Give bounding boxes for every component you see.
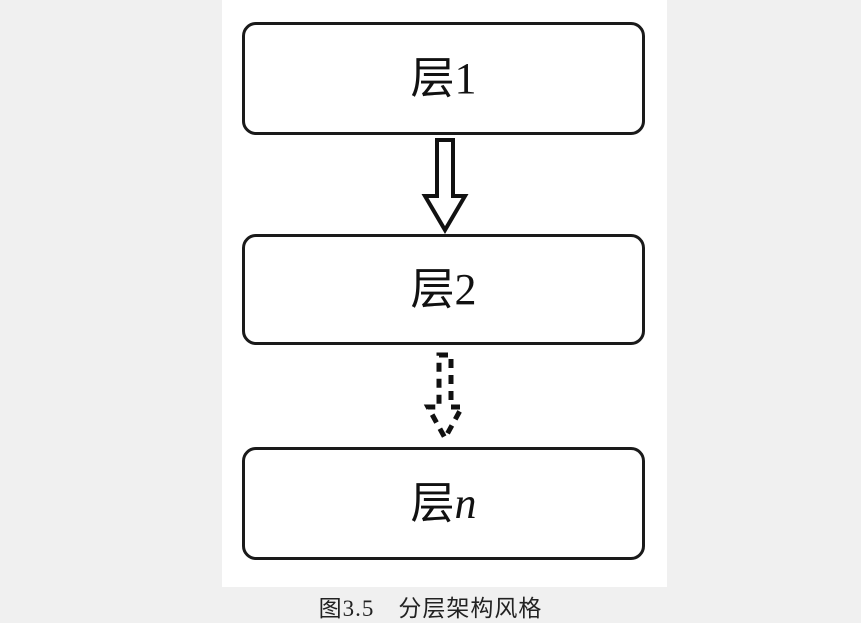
layer-box-label-layer-n: 层n — [410, 478, 477, 528]
layer-box-label-layer-1: 层1 — [410, 53, 477, 103]
figure-canvas-panel: 层1 层2 层n — [222, 0, 667, 587]
layer-label-suffix-n: n — [454, 478, 477, 528]
layer-label-prefix-n: 层 — [410, 478, 455, 528]
figure-caption: 图3.5 分层架构风格 — [318, 596, 543, 621]
layer-box-layer-n[interactable]: 层n — [242, 447, 645, 560]
down-arrow-dashed-icon — [423, 352, 467, 444]
layer-label-suffix-2: 2 — [454, 264, 477, 314]
connector-arrow-layer2-to-layern — [420, 352, 470, 444]
layer-box-layer-2[interactable]: 层2 — [242, 234, 645, 345]
layer-label-prefix-2: 层 — [410, 264, 455, 314]
layer-label-prefix-1: 层 — [410, 53, 455, 103]
layer-label-suffix-1: 1 — [454, 53, 477, 103]
connector-arrow-layer1-to-layer2 — [420, 138, 470, 234]
layer-box-label-layer-2: 层2 — [410, 264, 477, 314]
down-arrow-icon — [421, 138, 469, 234]
layer-box-layer-1[interactable]: 层1 — [242, 22, 645, 135]
